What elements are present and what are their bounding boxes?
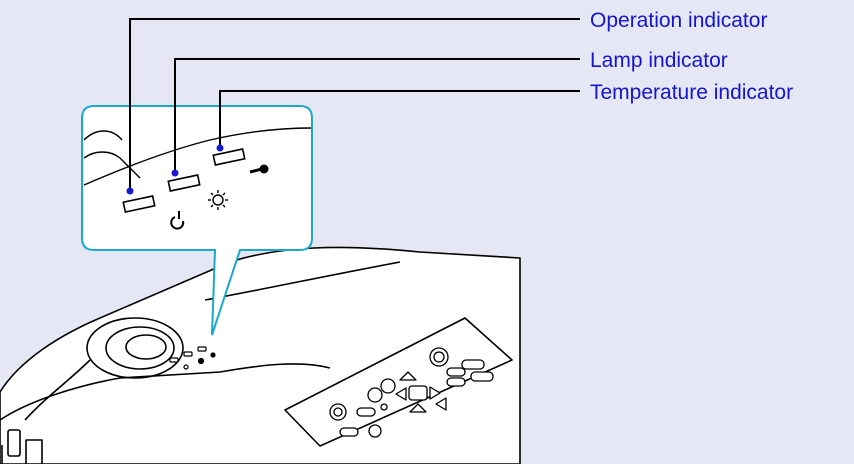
- enter-button: [408, 385, 428, 401]
- lens: [24, 317, 184, 421]
- temperature-leader-dot: [216, 144, 224, 152]
- control-button: [380, 378, 396, 394]
- power-icon: [170, 211, 185, 230]
- operation-leader-line: [129, 18, 580, 190]
- control-button: [339, 427, 359, 437]
- control-button: [470, 371, 494, 382]
- temperature-leader-line: [219, 90, 580, 147]
- operation-leader-dot: [126, 187, 134, 195]
- arrow-up-button: [399, 371, 417, 381]
- zoomed-projector-edge: [83, 127, 312, 186]
- control-button: [446, 377, 466, 387]
- operation-indicator-label: Operation indicator: [590, 9, 767, 32]
- arrow-down-button: [409, 403, 427, 413]
- leader-lines: [129, 18, 580, 190]
- thermometer-icon: [249, 164, 269, 174]
- arrow-right-button: [435, 397, 447, 411]
- operation-indicator-window: [122, 195, 156, 213]
- lamp-leader-dot: [171, 169, 179, 177]
- lamp-indicator-window: [167, 174, 201, 192]
- arrow-right-button: [429, 386, 441, 400]
- lamp-indicator-label: Lamp indicator: [590, 49, 728, 72]
- lamp-leader-line: [174, 58, 580, 172]
- control-button: [356, 407, 376, 417]
- front-ports: [1, 429, 43, 464]
- control-button: [461, 359, 485, 370]
- callout-bubble: [81, 105, 313, 336]
- temperature-indicator-window: [212, 148, 246, 166]
- lamp-sun-icon: [208, 190, 228, 210]
- control-button: [367, 387, 383, 403]
- control-button: [368, 424, 382, 438]
- projector-illustration: [0, 246, 521, 464]
- control-button: [446, 367, 466, 377]
- control-panel: [284, 317, 513, 447]
- leader-dots: [126, 144, 224, 195]
- arrow-left-button: [395, 387, 407, 401]
- body-indicators: [169, 346, 216, 370]
- temperature-indicator-label: Temperature indicator: [590, 81, 793, 104]
